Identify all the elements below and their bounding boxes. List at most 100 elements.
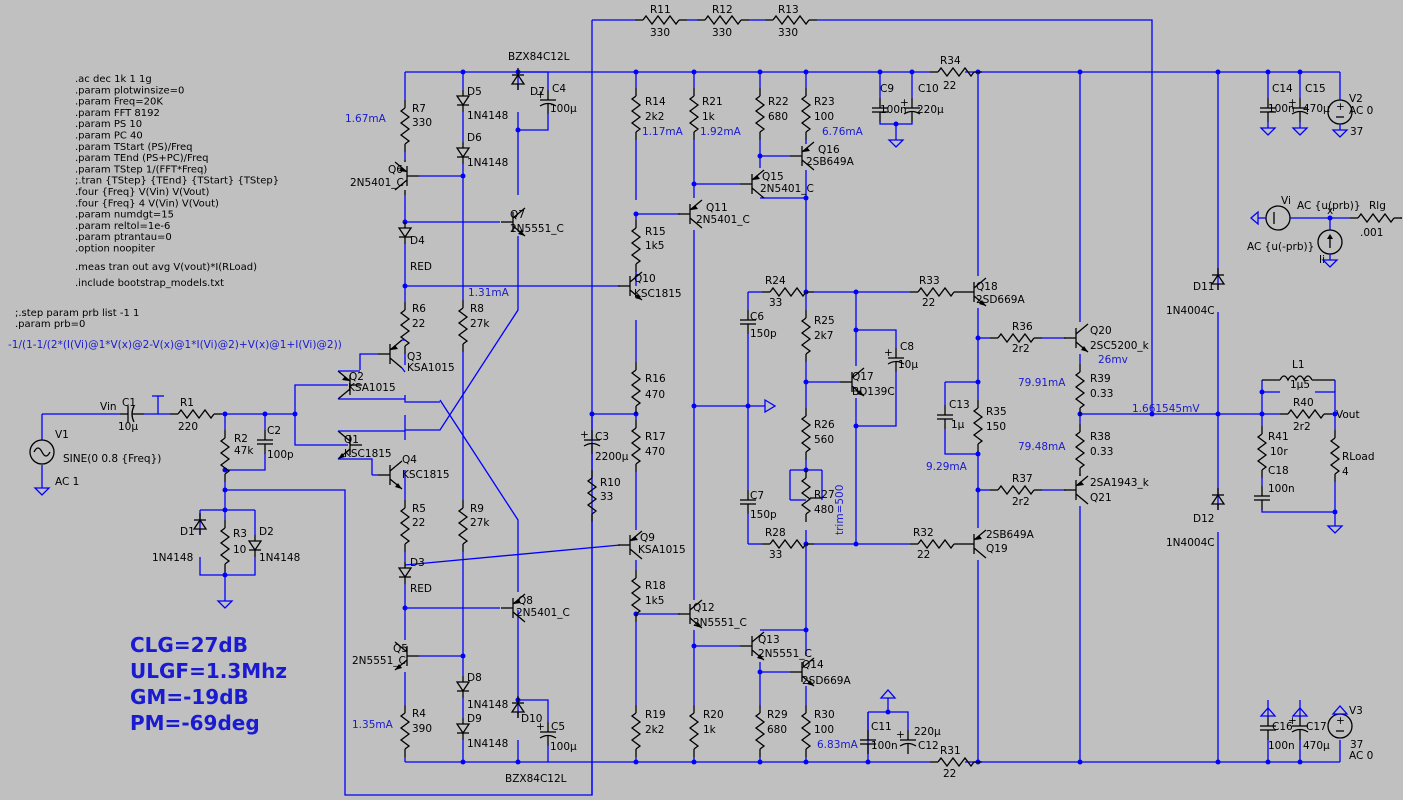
resistor-r17[interactable] bbox=[631, 419, 641, 473]
stat-ulgf: ULGF=1.3Mhz bbox=[130, 659, 288, 683]
r26-value: 560 bbox=[814, 434, 834, 446]
transistor-q21[interactable] bbox=[1063, 475, 1089, 505]
q8-label: Q8 bbox=[518, 595, 533, 607]
resistor-r26[interactable] bbox=[801, 407, 811, 461]
r38-label: R38 bbox=[1090, 431, 1111, 443]
ground-c9 bbox=[888, 133, 904, 148]
transistor-q20[interactable] bbox=[1063, 323, 1089, 353]
r27-label: R27 bbox=[814, 489, 835, 501]
d5-value: 1N4148 bbox=[467, 110, 508, 122]
directive-line: .param ptrantau=0 bbox=[75, 232, 172, 243]
resistor-r11[interactable] bbox=[634, 15, 688, 25]
transistor-q4[interactable] bbox=[377, 460, 403, 490]
capacitor-c12[interactable] bbox=[895, 728, 917, 755]
source-vi[interactable] bbox=[1265, 205, 1291, 231]
r35-label: R35 bbox=[986, 406, 1007, 418]
r20-value: 1k bbox=[703, 724, 717, 736]
resistor-r41[interactable] bbox=[1257, 425, 1267, 479]
resistor-r22[interactable] bbox=[755, 87, 765, 141]
r34-value: 22 bbox=[943, 80, 956, 92]
resistor-r34[interactable] bbox=[929, 67, 983, 77]
r35-current: 9.29mA bbox=[926, 461, 968, 473]
source-v3[interactable] bbox=[1327, 713, 1353, 739]
resistor-r15[interactable] bbox=[631, 219, 641, 273]
resistor-r36[interactable] bbox=[989, 333, 1043, 343]
transistor-q3[interactable] bbox=[377, 339, 403, 369]
resistor-r5[interactable] bbox=[400, 499, 410, 553]
stat-gm: GM=-19dB bbox=[130, 685, 249, 709]
source-v1[interactable] bbox=[29, 439, 55, 465]
r30-label: R30 bbox=[814, 709, 835, 721]
resistor-r13[interactable] bbox=[764, 15, 818, 25]
resistor-r14[interactable] bbox=[631, 87, 641, 141]
resistor-r21[interactable] bbox=[689, 87, 699, 141]
resistor-r8[interactable] bbox=[458, 299, 468, 353]
r18-label: R18 bbox=[645, 580, 666, 592]
v1-value: SINE(0 0.8 {Freq}) bbox=[63, 453, 161, 465]
c3-value: 2200µ bbox=[595, 451, 629, 463]
resistor-r9[interactable] bbox=[458, 499, 468, 553]
stat-clg: CLG=27dB bbox=[130, 633, 248, 657]
r12-label: R12 bbox=[712, 4, 733, 16]
l1-value: 1µ5 bbox=[1290, 379, 1310, 391]
r11-label: R11 bbox=[650, 4, 671, 16]
q1-value: KSC1815 bbox=[344, 448, 392, 460]
resistor-rload[interactable] bbox=[1330, 429, 1340, 483]
q8-value: 2N5401_C bbox=[516, 607, 570, 619]
q14-label: Q14 bbox=[802, 659, 824, 671]
d6-label: D6 bbox=[467, 132, 482, 144]
resistor-r2[interactable] bbox=[220, 429, 230, 483]
resistor-r10[interactable] bbox=[587, 469, 597, 523]
c6-label: C6 bbox=[750, 311, 764, 323]
stability-results: CLG=27dB ULGF=1.3Mhz GM=-19dB PM=-69deg bbox=[130, 632, 287, 736]
directive-line: .param TStep 1/(FFT*Freq) bbox=[75, 164, 207, 175]
resistor-r25[interactable] bbox=[801, 309, 811, 363]
d2-value: 1N4148 bbox=[259, 552, 300, 564]
resistor-r19[interactable] bbox=[631, 704, 641, 758]
resistor-r37[interactable] bbox=[989, 485, 1043, 495]
resistor-r4[interactable] bbox=[400, 704, 410, 758]
r19-label: R19 bbox=[645, 709, 666, 721]
resistor-r3[interactable] bbox=[220, 519, 230, 573]
d1-value: 1N4148 bbox=[152, 552, 193, 564]
resistor-r33[interactable] bbox=[909, 287, 963, 297]
resistor-r12[interactable] bbox=[696, 15, 750, 25]
q2-label: Q2 bbox=[349, 371, 364, 383]
resistor-rlg[interactable] bbox=[1349, 213, 1403, 223]
q6-label: Q6 bbox=[388, 164, 403, 176]
r17-value: 470 bbox=[645, 446, 665, 458]
d2-label: D2 bbox=[259, 526, 274, 538]
transistor-q19[interactable] bbox=[961, 529, 987, 559]
resistor-r39[interactable] bbox=[1075, 363, 1085, 417]
source-ii[interactable] bbox=[1317, 229, 1343, 255]
resistor-r31[interactable] bbox=[929, 757, 983, 767]
resistor-r23[interactable] bbox=[801, 87, 811, 141]
resistor-r38[interactable] bbox=[1075, 423, 1085, 477]
trimmer-r27[interactable] bbox=[801, 469, 822, 523]
resistor-r7[interactable] bbox=[400, 99, 410, 153]
inductor-l1[interactable] bbox=[1262, 375, 1336, 392]
c5-label: C5 bbox=[551, 721, 565, 733]
resistor-r30[interactable] bbox=[801, 704, 811, 758]
c7-value: 150p bbox=[750, 509, 777, 521]
resistor-r6[interactable] bbox=[400, 301, 410, 355]
r22-label: R22 bbox=[768, 96, 789, 108]
d12-label: D12 bbox=[1193, 513, 1214, 525]
c17-value: 470µ bbox=[1303, 740, 1330, 752]
r40-value: 2r2 bbox=[1293, 421, 1311, 433]
r22-value: 680 bbox=[768, 111, 788, 123]
resistor-r29[interactable] bbox=[755, 704, 765, 758]
capacitor-c1[interactable] bbox=[120, 405, 144, 423]
resistor-r40[interactable] bbox=[1279, 409, 1333, 419]
q18-label: Q18 bbox=[976, 281, 998, 293]
param-prb-directive: .param prb=0 bbox=[15, 319, 85, 330]
resistor-r32[interactable] bbox=[909, 539, 963, 549]
c5-value: 100µ bbox=[550, 741, 577, 753]
r10-value: 33 bbox=[600, 491, 613, 503]
resistor-r20[interactable] bbox=[689, 704, 699, 758]
r14-label: R14 bbox=[645, 96, 666, 108]
r35-value: 150 bbox=[986, 421, 1006, 433]
resistor-r16[interactable] bbox=[631, 361, 641, 415]
resistor-r1[interactable] bbox=[169, 409, 223, 419]
resistor-r35[interactable] bbox=[973, 399, 983, 453]
